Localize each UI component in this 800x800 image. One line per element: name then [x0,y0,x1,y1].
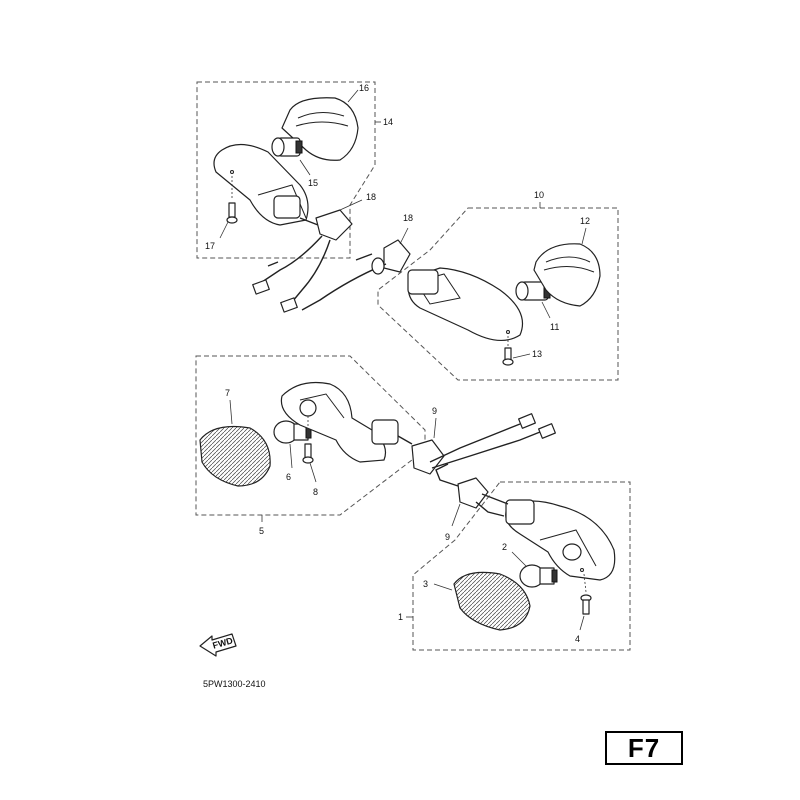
bulb-part-6 [273,420,312,444]
callout-10: 10 [534,190,544,200]
callout-3: 3 [423,579,428,589]
callout-11: 11 [550,322,559,332]
screw-part-13 [502,347,514,366]
callout-18a: 18 [366,192,376,202]
bulb-part-15 [271,137,303,157]
assembly-group-14: 14 16 15 17 [196,81,393,259]
fwd-arrow-icon: FWD [199,633,237,657]
screw-part-8 [302,443,314,464]
wire-harness-18a [252,209,353,313]
page-tag-label: F7 [627,732,661,763]
callout-7: 7 [225,388,230,398]
assembly-group-1: 1 2 3 4 [398,481,631,651]
assembly-group-5: 5 7 6 8 [195,355,426,536]
page-tag: F7 [605,731,683,765]
screw-part-4 [580,594,592,615]
callout-17: 17 [205,241,215,251]
callout-4: 4 [575,634,580,644]
callout-5: 5 [259,526,264,536]
screw-part-17 [226,202,238,224]
assembly-boundary-10 [377,207,619,381]
assembly-group-10: 10 11 12 13 [377,190,619,381]
callout-18b: 18 [403,213,413,223]
lens-part-7 [199,425,271,487]
assembly-boundary-5 [195,355,426,516]
callout-9b: 9 [445,532,450,542]
wire-harness-18b [301,239,411,311]
callout-16: 16 [359,83,369,93]
bulb-part-2 [519,564,558,588]
assembly-boundary-14 [196,81,376,259]
housing-body-14 [213,143,309,226]
housing-body-5 [280,381,399,463]
callout-14: 14 [383,117,393,127]
callout-6: 6 [286,472,291,482]
callout-1: 1 [398,612,403,622]
lens-part-12 [533,243,601,307]
assembly-boundary-1 [412,481,631,651]
callout-12: 12 [580,216,590,226]
callout-9a: 9 [432,406,437,416]
wire-harness-9a [397,413,556,475]
wire-harness-9b [435,463,509,517]
callout-2: 2 [502,542,507,552]
lens-part-3 [453,571,531,631]
housing-body-1 [505,499,616,581]
callout-15: 15 [308,178,318,188]
callout-8: 8 [313,487,318,497]
housing-body-10 [407,267,524,341]
callout-13: 13 [532,349,542,359]
drawing-code: 5PW1300-2410 [203,679,266,689]
